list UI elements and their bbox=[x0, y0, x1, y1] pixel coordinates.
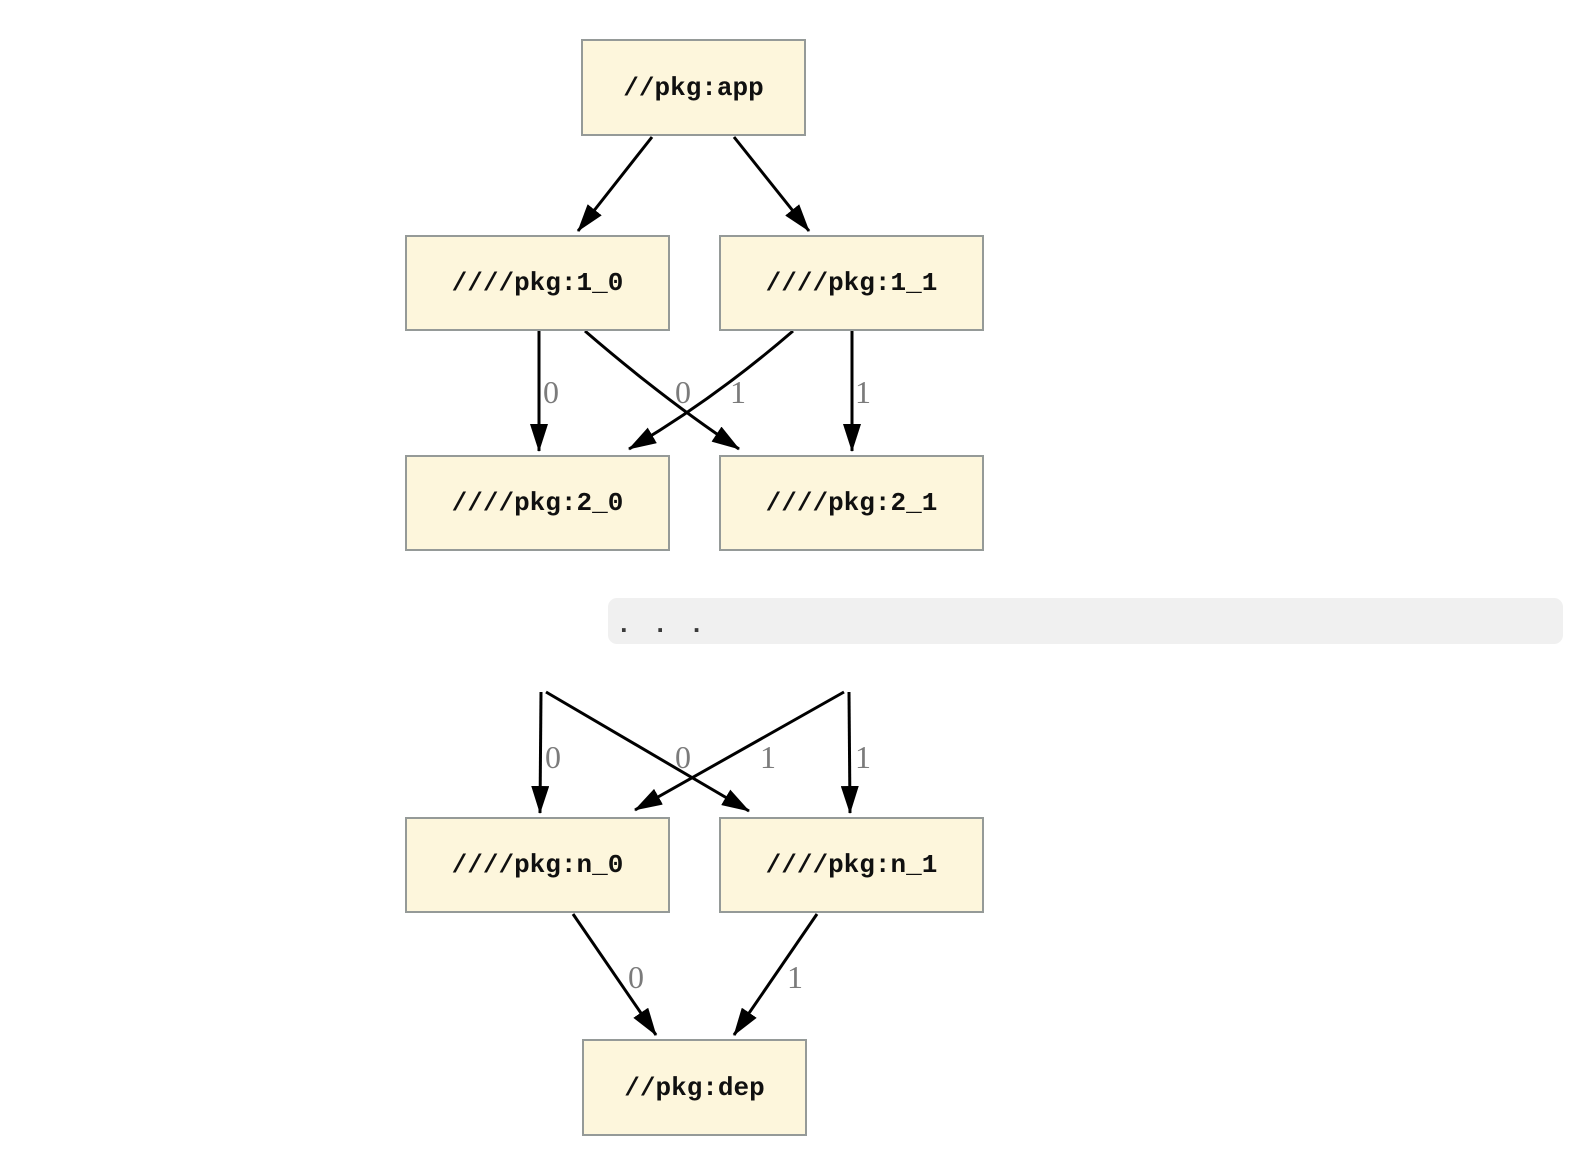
edge-app-to-1_0 bbox=[576, 136, 654, 232]
node-n_1-label: ////pkg:n_1 bbox=[765, 850, 938, 880]
node-2_0-label: ////pkg:2_0 bbox=[451, 488, 624, 518]
edge-ellipsis-to-n_0-cross bbox=[634, 690, 845, 812]
node-2_1: ////pkg:2_1 bbox=[719, 455, 984, 551]
edge-ellipsis-to-n_1 bbox=[840, 691, 859, 814]
edge-n_0-to-dep bbox=[571, 913, 658, 1036]
edge-label-ellipsis-n_0: 0 bbox=[545, 739, 561, 775]
edge-1_0-to-2_1 bbox=[584, 329, 740, 451]
node-dep-label: //pkg:dep bbox=[624, 1072, 765, 1103]
edge-n_1-to-dep bbox=[732, 913, 819, 1036]
node-n_0-label: ////pkg:n_0 bbox=[451, 850, 624, 880]
edge-label-n_1-dep: 1 bbox=[787, 959, 803, 995]
edge-label-1_1-2_0: 0 bbox=[675, 374, 691, 410]
edge-ellipsis-to-n_1-cross bbox=[545, 690, 750, 813]
node-n_0: ////pkg:n_0 bbox=[405, 817, 670, 913]
edge-app-to-1_1 bbox=[732, 136, 811, 232]
edge-label-ellipsis-n_0-cross: 0 bbox=[675, 739, 691, 775]
node-2_1-label: ////pkg:2_1 bbox=[765, 488, 938, 518]
node-1_1-label: ////pkg:1_1 bbox=[765, 268, 938, 298]
ellipsis-band: . . . bbox=[608, 598, 1563, 644]
edge-label-ellipsis-n_1-cross: 1 bbox=[760, 739, 776, 775]
edge-label-1_1-2_1: 1 bbox=[855, 374, 871, 410]
node-dep: //pkg:dep bbox=[582, 1039, 807, 1136]
edge-label-ellipsis-n_1: 1 bbox=[855, 739, 871, 775]
node-1_0: ////pkg:1_0 bbox=[405, 235, 670, 331]
edge-ellipsis-to-n_0 bbox=[531, 691, 550, 814]
node-app-label: //pkg:app bbox=[623, 72, 764, 103]
ellipsis-dots: . . . bbox=[616, 610, 708, 640]
node-1_1: ////pkg:1_1 bbox=[719, 235, 984, 331]
node-n_1: ////pkg:n_1 bbox=[719, 817, 984, 913]
node-2_0: ////pkg:2_0 bbox=[405, 455, 670, 551]
node-app: //pkg:app bbox=[581, 39, 806, 136]
edge-label-1_0-2_0: 0 bbox=[543, 374, 559, 410]
edge-label-n_0-dep: 0 bbox=[628, 959, 644, 995]
edge-label-1_0-2_1: 1 bbox=[730, 374, 746, 410]
node-1_0-label: ////pkg:1_0 bbox=[451, 268, 624, 298]
edge-1_1-to-2_0 bbox=[628, 329, 794, 451]
